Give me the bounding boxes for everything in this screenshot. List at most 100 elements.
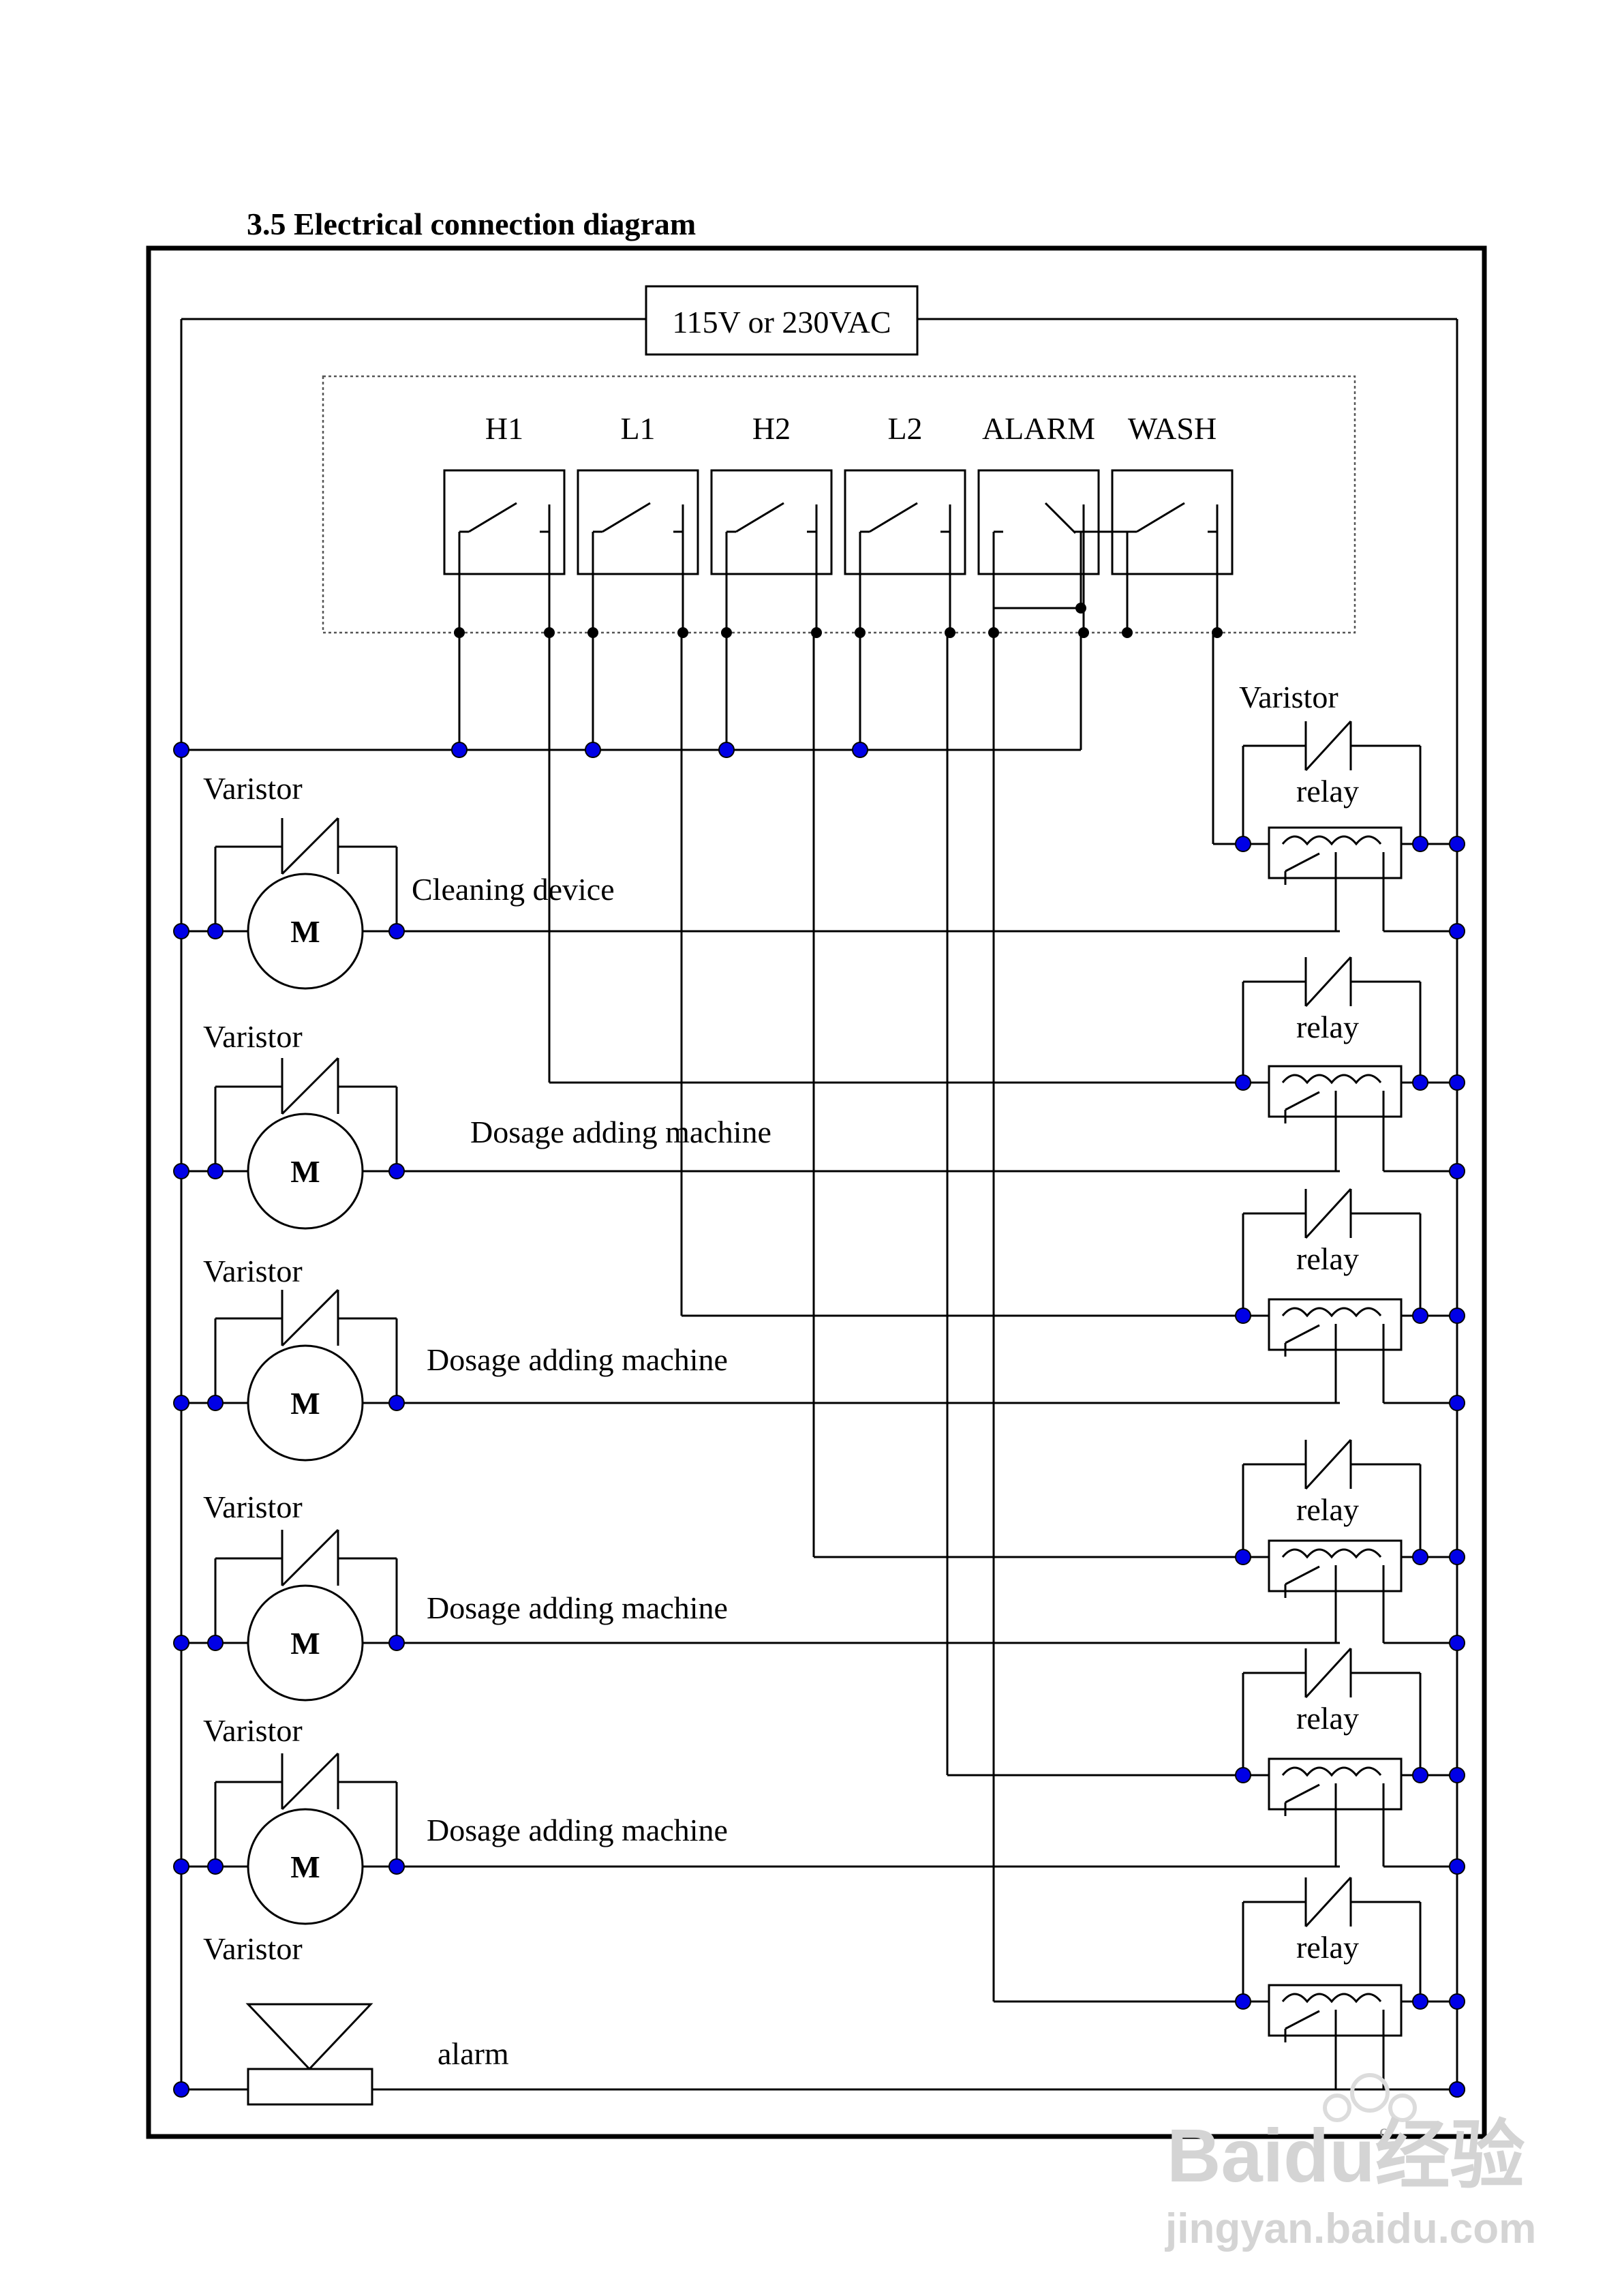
alarm-label: alarm	[438, 2036, 509, 2071]
junction-dot	[207, 1858, 224, 1875]
common-bus	[173, 633, 1082, 758]
device-label: Cleaning device	[412, 872, 615, 907]
junction-dot	[1235, 1308, 1251, 1324]
wire	[1304, 1438, 1352, 1490]
wire	[1285, 852, 1320, 873]
junction-dot	[1449, 1549, 1465, 1565]
junction-dot	[718, 742, 735, 758]
wire	[1285, 1091, 1320, 1111]
junction-dot	[388, 1163, 405, 1179]
junction-dot	[388, 923, 405, 939]
page-number: 9	[1379, 2124, 1390, 2147]
junction-dot	[207, 1163, 224, 1179]
relay-coil	[1281, 1307, 1382, 1318]
wire	[1136, 502, 1185, 533]
relay-5: relay	[946, 633, 1465, 1875]
switch-box	[443, 469, 566, 575]
watermark-url: jingyan.baidu.com	[1165, 2205, 1536, 2252]
alarm-buzzer	[173, 2003, 1465, 2106]
junction-dot	[1122, 627, 1133, 638]
relay-coil	[1281, 1993, 1382, 2004]
varistor-label: Varistor	[203, 1713, 303, 1748]
junction-dot	[1212, 627, 1223, 638]
varistor-label: Varistor	[203, 1254, 303, 1288]
junction-dot	[1449, 1395, 1465, 1411]
relay-coil	[1281, 1766, 1382, 1777]
junction-dot	[945, 627, 955, 638]
junction-dot	[207, 1395, 224, 1411]
junction-dot	[173, 923, 189, 939]
junction-dot	[1449, 923, 1465, 939]
relay-2: relay	[548, 633, 1465, 1179]
junction-dot	[173, 1163, 189, 1179]
power-supply: 115V or 230VAC	[181, 285, 1457, 356]
junction-dot	[1412, 1767, 1428, 1783]
wire	[1285, 1783, 1320, 1804]
switch-box	[710, 469, 833, 575]
device-label: Dosage adding machine	[470, 1115, 771, 1149]
relay-3: relay	[680, 633, 1465, 1411]
device-label: Dosage adding machine	[427, 1342, 728, 1377]
relay-varistor-label: Varistor	[1239, 680, 1338, 714]
junction-dot	[1449, 836, 1465, 852]
junction-dot	[388, 1858, 405, 1875]
relay-coil	[1281, 1548, 1382, 1559]
motor-label: M	[290, 1849, 320, 1884]
junction-dot	[1449, 2081, 1465, 2098]
relay-coil	[1281, 835, 1382, 846]
junction-dot	[173, 1858, 189, 1875]
power-label: 115V or 230VAC	[672, 305, 891, 339]
junction-dot	[811, 627, 822, 638]
terminal-alarm: ALARM	[977, 411, 1100, 638]
terminal-label: WASH	[1128, 411, 1216, 446]
terminal-h1: H1	[443, 411, 566, 638]
junction-dot	[173, 742, 189, 758]
junction-dot	[1449, 1635, 1465, 1651]
relay-label: relay	[1296, 1492, 1359, 1527]
device-label: Dosage adding machine	[427, 1590, 728, 1625]
junction-dot	[1235, 1549, 1251, 1565]
junction-dot	[388, 1635, 405, 1651]
varistor-label: Varistor	[203, 771, 303, 806]
wire	[281, 1528, 339, 1587]
alarm-varistor-label: Varistor	[203, 1931, 303, 1966]
relay-6: relay	[992, 633, 1465, 2098]
wire	[468, 502, 517, 533]
wire	[1304, 1876, 1352, 1928]
junction-dot	[585, 742, 601, 758]
motor-label: M	[290, 914, 320, 949]
junction-dot	[1412, 1074, 1428, 1091]
junction-dot	[1449, 1163, 1465, 1179]
terminal-label: H2	[752, 411, 791, 446]
junction-dot	[1449, 1993, 1465, 2010]
wire	[1285, 1565, 1320, 1586]
junction-dot	[1075, 603, 1086, 614]
wire	[735, 502, 784, 533]
switch-box	[977, 469, 1100, 575]
alarm-wash-link	[992, 530, 1127, 633]
junction-dot	[1235, 1767, 1251, 1783]
junction-dot	[173, 1635, 189, 1651]
relay-coil	[1281, 1074, 1382, 1085]
terminal-label: L1	[620, 411, 655, 446]
junction-dot	[451, 742, 468, 758]
terminal-label: H1	[485, 411, 523, 446]
switch-box	[1111, 469, 1234, 575]
controller-box	[322, 375, 1356, 634]
device-label: Dosage adding machine	[427, 1813, 728, 1847]
junction-dot	[1449, 1767, 1465, 1783]
junction-dot	[1412, 836, 1428, 852]
wire	[1304, 1647, 1352, 1699]
junction-dot	[1235, 836, 1251, 852]
junction-dot	[1412, 1549, 1428, 1565]
relay-label: relay	[1296, 1930, 1359, 1965]
wire	[1304, 956, 1352, 1008]
relay-label: relay	[1296, 1701, 1359, 1736]
junction-dot	[173, 2081, 189, 2098]
